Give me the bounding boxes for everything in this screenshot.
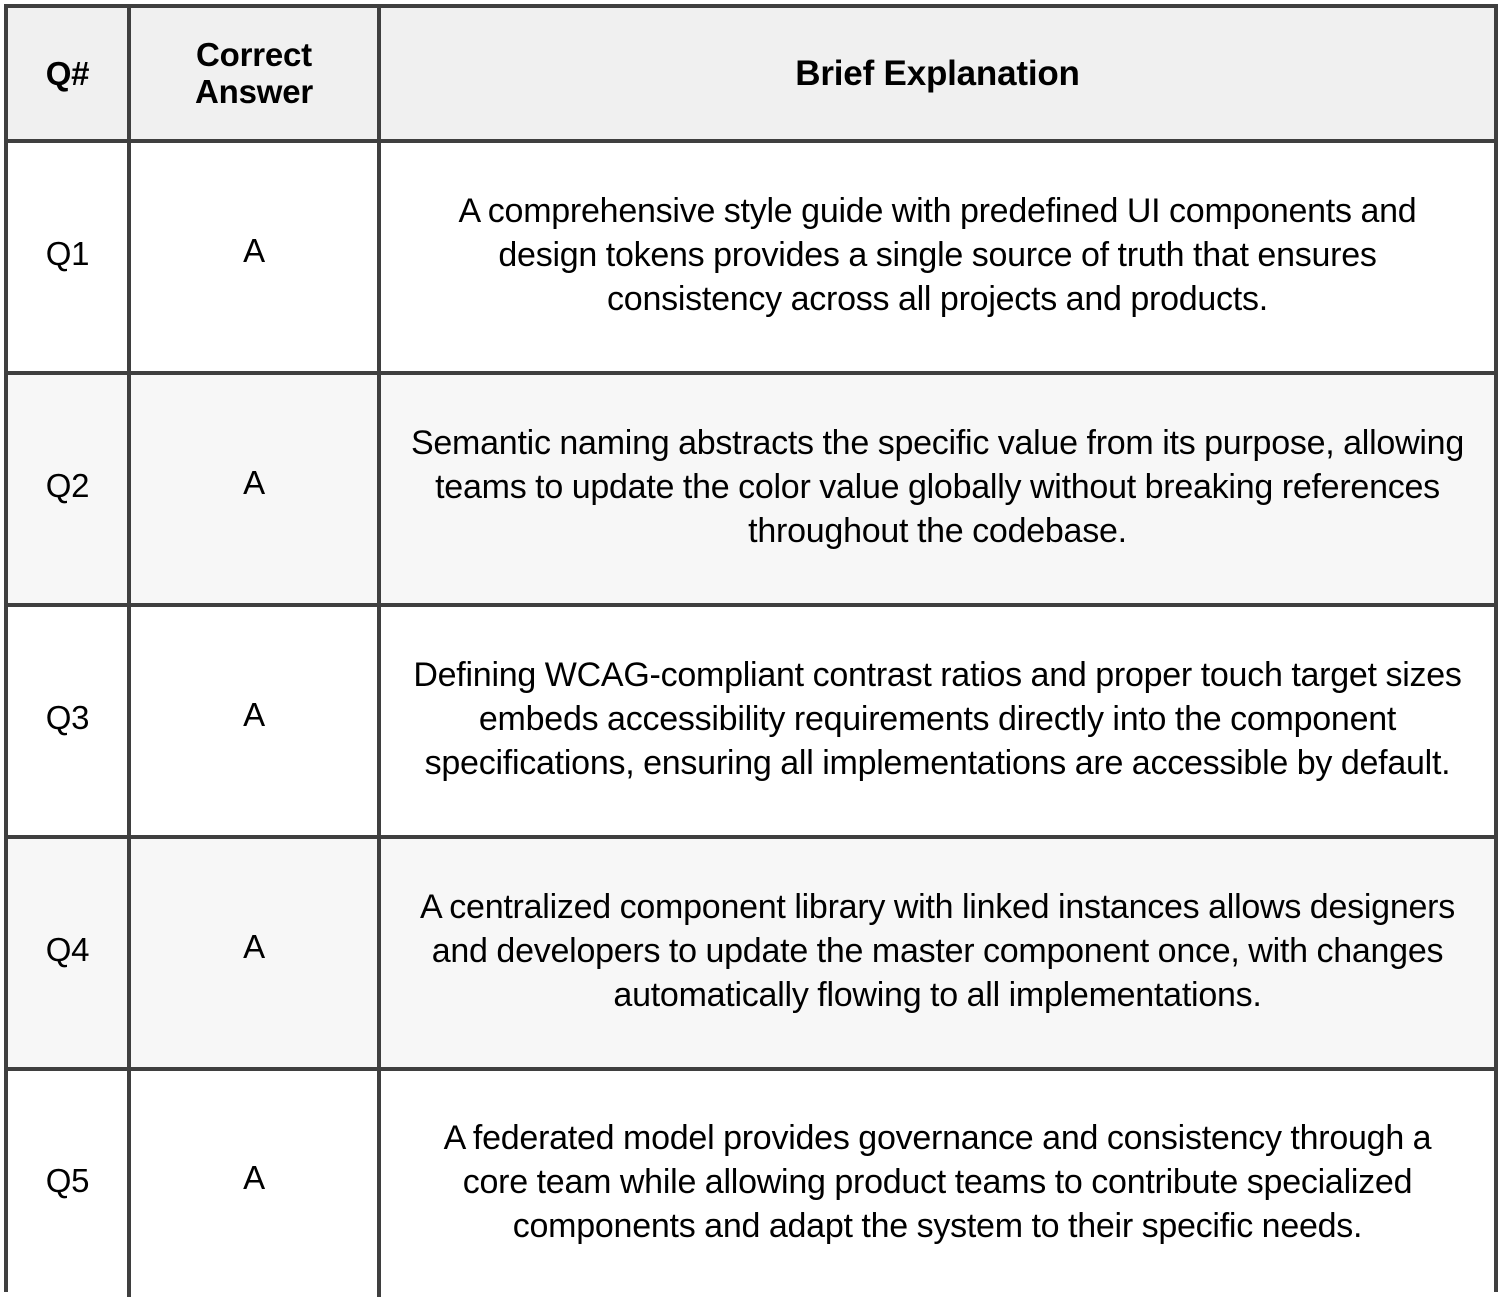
answer-key-table: Q# Correct Answer Brief Explanation Q1 A… [8,8,1494,1297]
table-row: Q4 A A centralized component library wit… [8,837,1494,1071]
answer-key-table-container: Q# Correct Answer Brief Explanation Q1 A… [4,4,1498,1297]
cell-question-number: Q5 [8,1069,131,1297]
column-header-correct-answer: Correct Answer [129,8,381,143]
table-body: Q1 A A comprehensive style guide with pr… [8,141,1494,1297]
cell-correct-answer: A [129,373,381,607]
cell-question-number: Q4 [8,837,131,1071]
cell-question-number: Q3 [8,605,131,839]
cell-correct-answer: A [129,837,381,1071]
cell-correct-answer: A [129,141,381,375]
cell-brief-explanation: A comprehensive style guide with predefi… [379,141,1494,375]
cell-correct-answer: A [129,1069,381,1297]
cell-question-number: Q2 [8,373,131,607]
cell-correct-answer: A [129,605,381,839]
cell-brief-explanation: Semantic naming abstracts the specific v… [379,373,1494,607]
column-header-brief-explanation: Brief Explanation [379,8,1494,143]
table-row: Q1 A A comprehensive style guide with pr… [8,141,1494,375]
table-row: Q5 A A federated model provides governan… [8,1069,1494,1297]
cell-brief-explanation: Defining WCAG-compliant contrast ratios … [379,605,1494,839]
table-row: Q2 A Semantic naming abstracts the speci… [8,373,1494,607]
table-header: Q# Correct Answer Brief Explanation [8,8,1494,143]
cell-brief-explanation: A federated model provides governance an… [379,1069,1494,1297]
header-row: Q# Correct Answer Brief Explanation [8,8,1494,143]
cell-brief-explanation: A centralized component library with lin… [379,837,1494,1071]
cell-question-number: Q1 [8,141,131,375]
column-header-question-number: Q# [8,8,131,143]
table-row: Q3 A Defining WCAG-compliant contrast ra… [8,605,1494,839]
